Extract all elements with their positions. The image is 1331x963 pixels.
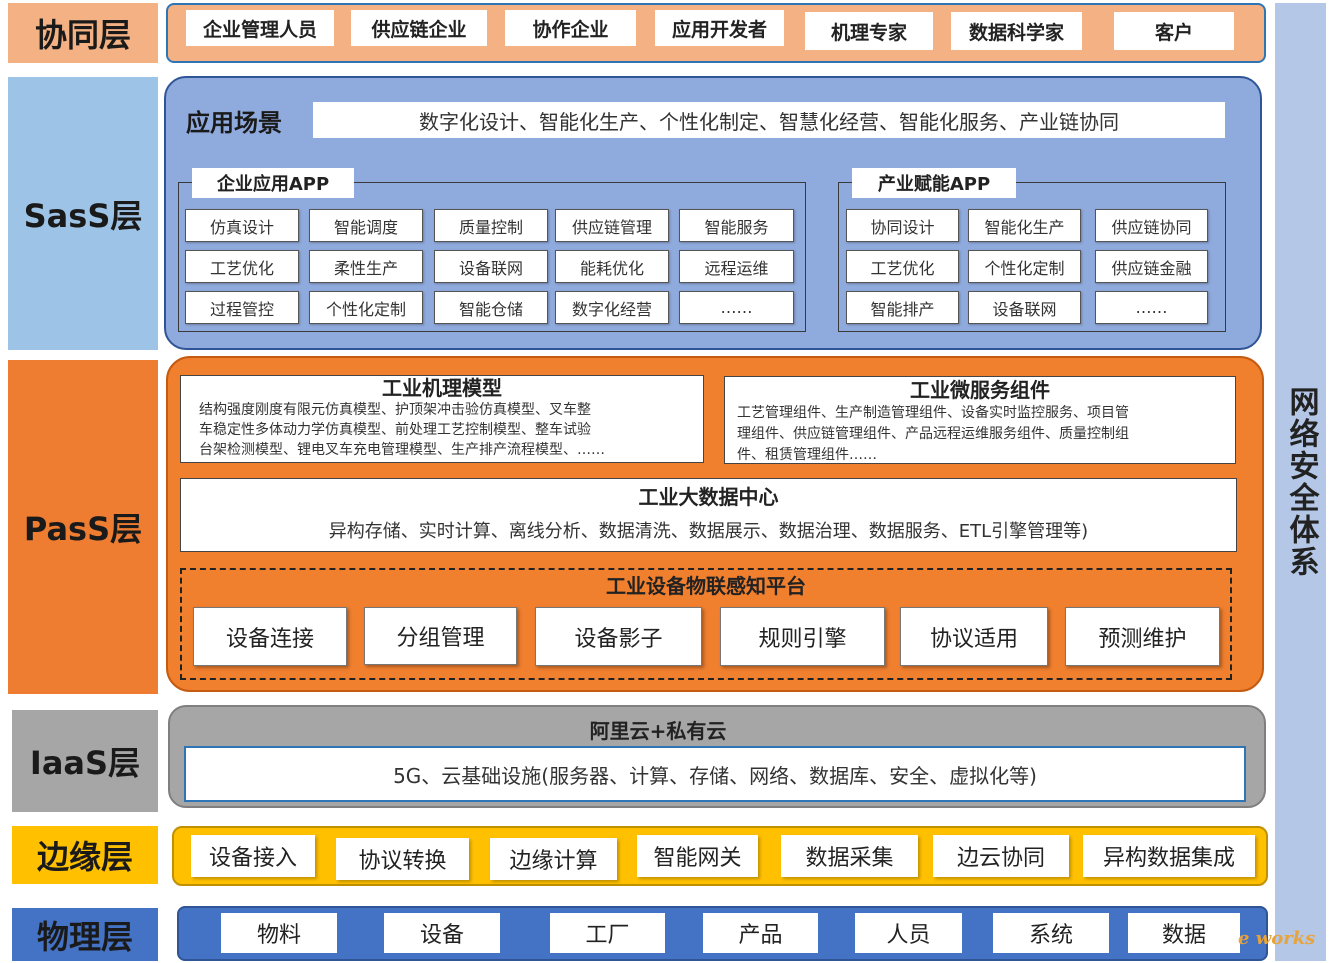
security-column: 网络安全体系 bbox=[1275, 3, 1326, 961]
enterprise-app-item: 智能调度 bbox=[309, 209, 423, 242]
micro-service-line: 理组件、供应链管理组件、产品远程运维服务组件、质量控制组 bbox=[737, 426, 1129, 442]
mechanism-model-box: 工业机理模型 结构强度刚度有限元仿真模型、护顶架冲击验仿真模型、叉车整 车稳定性… bbox=[180, 375, 704, 463]
edge-item: 数据采集 bbox=[781, 835, 918, 877]
micro-service-box: 工业微服务组件 工艺管理组件、生产制造管理组件、设备实时监控服务、项目管 理组件… bbox=[724, 376, 1236, 464]
enterprise-app-item: 过程管控 bbox=[185, 291, 299, 324]
iot-capability: 设备影子 bbox=[535, 607, 702, 666]
iaas-title: 阿里云+私有云 bbox=[589, 719, 727, 743]
edge-layer-label: 边缘层 bbox=[12, 826, 158, 884]
enterprise-app-item: 设备联网 bbox=[434, 250, 548, 283]
enterprise-app-item: 柔性生产 bbox=[309, 250, 423, 283]
iot-capability: 分组管理 bbox=[364, 607, 517, 665]
enterprise-app-item: 远程运维 bbox=[679, 250, 794, 283]
edge-item: 设备接入 bbox=[191, 835, 315, 877]
physical-item: 工厂 bbox=[550, 913, 665, 953]
physical-item: 设备 bbox=[384, 913, 500, 953]
edge-item: 边缘计算 bbox=[490, 838, 617, 880]
enterprise-app-item: 智能服务 bbox=[679, 209, 794, 242]
edge-item: 异构数据集成 bbox=[1083, 835, 1255, 877]
mechanism-model-title: 工业机理模型 bbox=[382, 376, 502, 400]
edge-item: 边云协同 bbox=[933, 835, 1069, 877]
micro-service-line: 工艺管理组件、生产制造管理组件、设备实时监控服务、项目管 bbox=[737, 405, 1129, 421]
enterprise-app-item: 供应链管理 bbox=[555, 209, 669, 242]
big-data-center-text: 异构存储、实时计算、离线分析、数据清洗、数据展示、数据治理、数据服务、ETL引擎… bbox=[328, 521, 1089, 542]
industry-app-item: 智能化生产 bbox=[968, 209, 1081, 242]
industry-app-item: 工艺优化 bbox=[846, 250, 959, 283]
iot-capability: 规则引擎 bbox=[720, 607, 885, 666]
industry-app-item: 设备联网 bbox=[968, 291, 1081, 324]
industry-app-item: …… bbox=[1095, 291, 1208, 324]
collab-item: 数据科学家 bbox=[951, 12, 1082, 50]
micro-service-line: 件、租赁管理组件…… bbox=[737, 447, 877, 463]
collab-layer-label: 协同层 bbox=[8, 3, 158, 63]
iaas-layer-label: IaaS层 bbox=[12, 710, 158, 812]
enterprise-app-item: 工艺优化 bbox=[185, 250, 299, 283]
physical-item: 人员 bbox=[855, 913, 962, 953]
enterprise-app-item: …… bbox=[679, 291, 794, 324]
enterprise-app-item: 质量控制 bbox=[434, 209, 548, 242]
collab-item: 应用开发者 bbox=[655, 10, 784, 46]
iot-capability: 预测维护 bbox=[1065, 607, 1220, 666]
physical-item: 数据 bbox=[1128, 913, 1240, 953]
enterprise-app-item: 能耗优化 bbox=[555, 250, 669, 283]
industry-app-title: 产业赋能APP bbox=[852, 168, 1016, 198]
physical-item: 系统 bbox=[993, 913, 1109, 953]
edge-item: 智能网关 bbox=[637, 835, 758, 877]
iot-platform-title: 工业设备物联感知平台 bbox=[606, 574, 806, 598]
iot-platform-box bbox=[180, 568, 1232, 680]
enterprise-app-title: 企业应用APP bbox=[192, 168, 354, 198]
iaas-infrastructure: 5G、云基础设施(服务器、计算、存储、网络、数据库、安全、虚拟化等) bbox=[184, 746, 1246, 802]
mechanism-model-line: 车稳定性多体动力学仿真模型、前处理工艺控制模型、整车试验 bbox=[199, 422, 591, 438]
industry-app-group bbox=[838, 182, 1226, 332]
iot-capability: 设备连接 bbox=[193, 607, 347, 666]
enterprise-app-group bbox=[178, 182, 806, 332]
mechanism-model-line: 台架检测模型、锂电叉车充电管理模型、生产排产流程模型、…… bbox=[199, 442, 605, 458]
saas-layer-label: SasS层 bbox=[8, 77, 158, 350]
micro-service-title: 工业微服务组件 bbox=[910, 378, 1050, 402]
mechanism-model-line: 结构强度刚度有限元仿真模型、护顶架冲击验仿真模型、叉车整 bbox=[199, 402, 591, 418]
collab-item: 供应链企业 bbox=[351, 10, 487, 46]
enterprise-app-item: 个性化定制 bbox=[309, 291, 423, 324]
big-data-center-title: 工业大数据中心 bbox=[638, 485, 779, 509]
edge-item: 协议转换 bbox=[336, 838, 469, 880]
scene-text: 数字化设计、智能化生产、个性化制定、智慧化经营、智能化服务、产业链协同 bbox=[313, 102, 1225, 138]
physical-item: 产品 bbox=[703, 913, 818, 953]
industry-app-item: 协同设计 bbox=[846, 209, 959, 242]
collab-item: 企业管理人员 bbox=[186, 10, 334, 46]
big-data-center-box: 工业大数据中心 异构存储、实时计算、离线分析、数据清洗、数据展示、数据治理、数据… bbox=[180, 478, 1237, 552]
iot-capability: 协议适用 bbox=[900, 607, 1048, 666]
industry-app-item: 供应链协同 bbox=[1095, 209, 1208, 242]
collab-item: 客户 bbox=[1114, 12, 1234, 50]
eworks-watermark: e works bbox=[1238, 928, 1316, 949]
security-label: 网络安全体系 bbox=[1283, 386, 1319, 578]
enterprise-app-item: 数字化经营 bbox=[555, 291, 669, 324]
scene-title: 应用场景 bbox=[186, 108, 282, 137]
industry-app-item: 个性化定制 bbox=[968, 250, 1081, 283]
industry-app-item: 智能排产 bbox=[846, 291, 959, 324]
industry-app-item: 供应链金融 bbox=[1095, 250, 1208, 283]
collab-item: 机理专家 bbox=[805, 12, 933, 50]
enterprise-app-item: 智能仓储 bbox=[434, 291, 548, 324]
collab-item: 协作企业 bbox=[505, 10, 636, 46]
physical-layer-label: 物理层 bbox=[12, 908, 158, 961]
enterprise-app-item: 仿真设计 bbox=[185, 209, 299, 242]
paas-layer-label: PasS层 bbox=[8, 360, 158, 694]
physical-item: 物料 bbox=[221, 913, 337, 953]
